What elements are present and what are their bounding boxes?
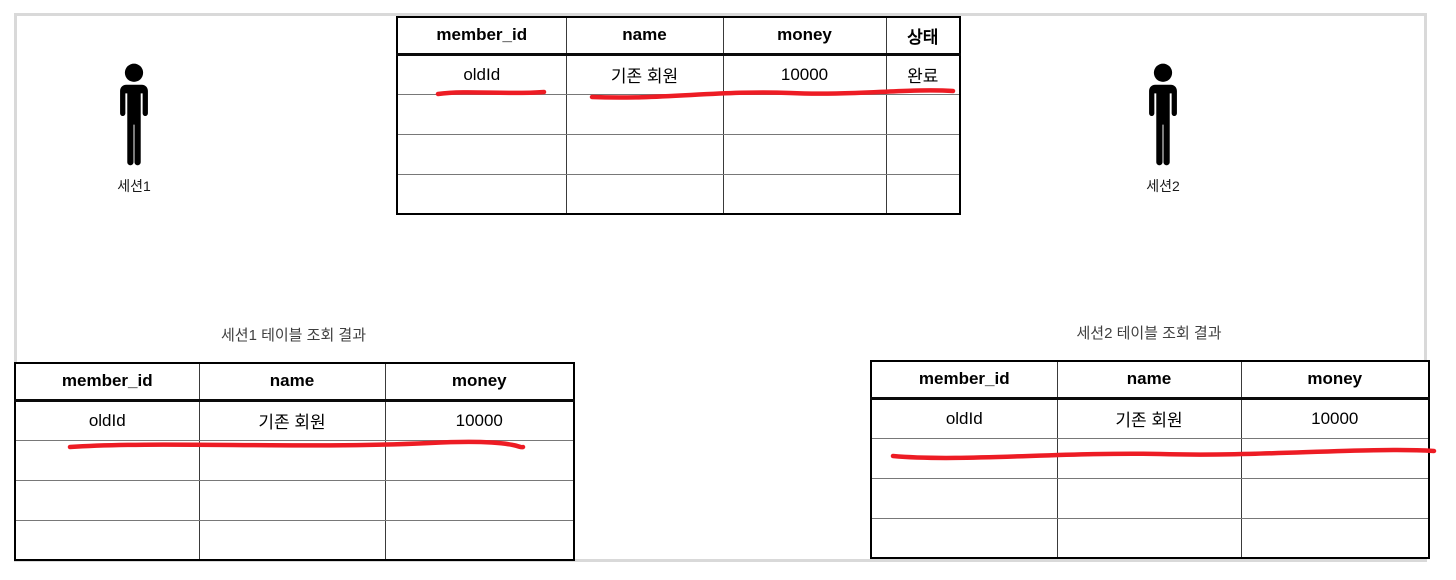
- table-cell: [871, 478, 1057, 519]
- table-cell: [397, 94, 566, 135]
- table-cell: 기존 회원: [1056, 398, 1241, 439]
- table-row: [15, 480, 574, 521]
- table-cell: [1056, 478, 1241, 519]
- column-header: member_id: [871, 361, 1057, 400]
- table-cell: [1240, 518, 1429, 558]
- table-cell: 10000: [1240, 398, 1429, 439]
- table-cell: [397, 134, 566, 175]
- column-header: 상태: [885, 17, 960, 56]
- table-row: [397, 134, 960, 175]
- session1-label: 세션1: [117, 178, 151, 194]
- session2-person: [1139, 62, 1187, 168]
- table-cell: [1056, 518, 1241, 558]
- table-cell: [397, 174, 566, 214]
- table-cell: 기존 회원: [198, 400, 385, 441]
- table-cell: [384, 440, 574, 481]
- session2-result-caption: 세션2 테이블 조회 결과: [1076, 325, 1222, 342]
- table-cell: [198, 440, 385, 481]
- column-header: money: [384, 363, 574, 402]
- table-cell: [565, 134, 723, 175]
- table-cell: 완료: [885, 54, 960, 95]
- person-icon: [1149, 63, 1177, 166]
- session1-result-caption: 세션1 테이블 조회 결과: [220, 327, 367, 344]
- table-cell: [722, 134, 886, 175]
- table-row: [15, 440, 574, 481]
- column-header: name: [198, 363, 385, 402]
- table-cell: [1240, 438, 1429, 479]
- table-cell: [15, 440, 199, 481]
- table-cell: oldId: [397, 54, 566, 95]
- table-cell: [722, 94, 886, 135]
- table-cell: [1056, 438, 1241, 479]
- table-row: [871, 478, 1429, 519]
- table-cell: 10000: [384, 400, 574, 441]
- table-cell: [885, 134, 960, 175]
- table-row: [871, 518, 1429, 558]
- session1-person: [110, 62, 158, 168]
- table-row: [397, 174, 960, 214]
- column-header: member_id: [397, 17, 566, 56]
- table-cell: oldId: [871, 398, 1057, 439]
- column-header: name: [565, 17, 723, 56]
- table-cell: [722, 174, 886, 214]
- column-header: money: [1240, 361, 1429, 400]
- table-cell: 기존 회원: [565, 54, 723, 95]
- table-cell: [885, 94, 960, 135]
- table-row: [397, 94, 960, 135]
- table-cell: [871, 438, 1057, 479]
- person-icon: [120, 63, 148, 166]
- column-header: name: [1056, 361, 1241, 400]
- table-cell: [15, 480, 199, 521]
- table-cell: [384, 480, 574, 521]
- table-cell: 10000: [722, 54, 886, 95]
- column-header: money: [722, 17, 886, 56]
- table-row: [871, 438, 1429, 479]
- table-cell: oldId: [15, 400, 199, 441]
- session2-label: 세션2: [1146, 178, 1180, 194]
- table-cell: [198, 480, 385, 521]
- column-header: member_id: [15, 363, 199, 402]
- table-cell: [15, 520, 199, 560]
- table-cell: [198, 520, 385, 560]
- table-cell: [565, 94, 723, 135]
- table-cell: [384, 520, 574, 560]
- table-cell: [885, 174, 960, 214]
- table-cell: [565, 174, 723, 214]
- table-row: [15, 520, 574, 560]
- table-cell: [1240, 478, 1429, 519]
- table-cell: [871, 518, 1057, 558]
